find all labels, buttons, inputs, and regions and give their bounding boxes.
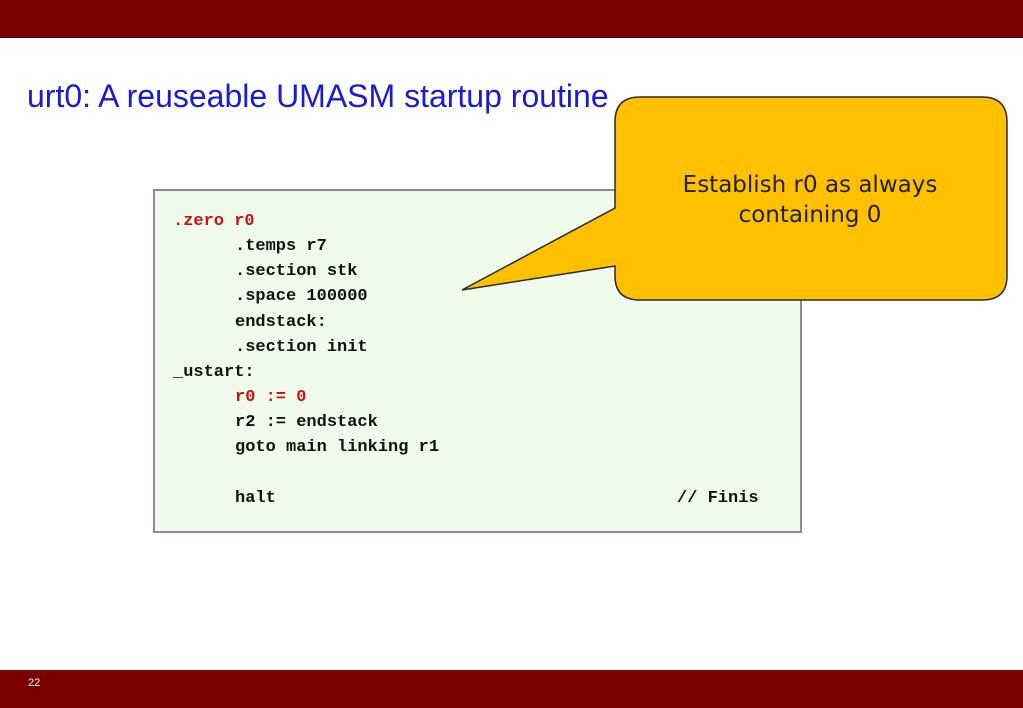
code-line-space: .space 100000 [235,287,368,306]
callout-shape [461,96,1008,301]
code-line-halt: halt [235,489,276,508]
bottom-banner: 22 [0,670,1023,708]
code-line-temps: .temps r7 [235,237,327,256]
code-line-r2-assign: r2 := endstack [235,413,378,432]
code-line-r0-assign: r0 := 0 [235,388,307,407]
code-line-endstack: endstack: [235,313,327,332]
code-line-zero: .zero r0 [173,212,255,231]
code-comment-finis: // Finis [677,489,759,508]
code-line-ustart: _ustart: [173,363,255,382]
code-line-goto-main: goto main linking r1 [235,438,440,457]
code-line-section-init: .section init [235,338,368,357]
top-banner [0,0,1023,38]
code-line-section-stk: .section stk [235,262,358,281]
callout-text: Establish r0 as always containing 0 [682,172,938,228]
slide-title: urt0: A reuseable UMASM startup routine [27,78,609,114]
slide-number: 22 [28,677,41,689]
